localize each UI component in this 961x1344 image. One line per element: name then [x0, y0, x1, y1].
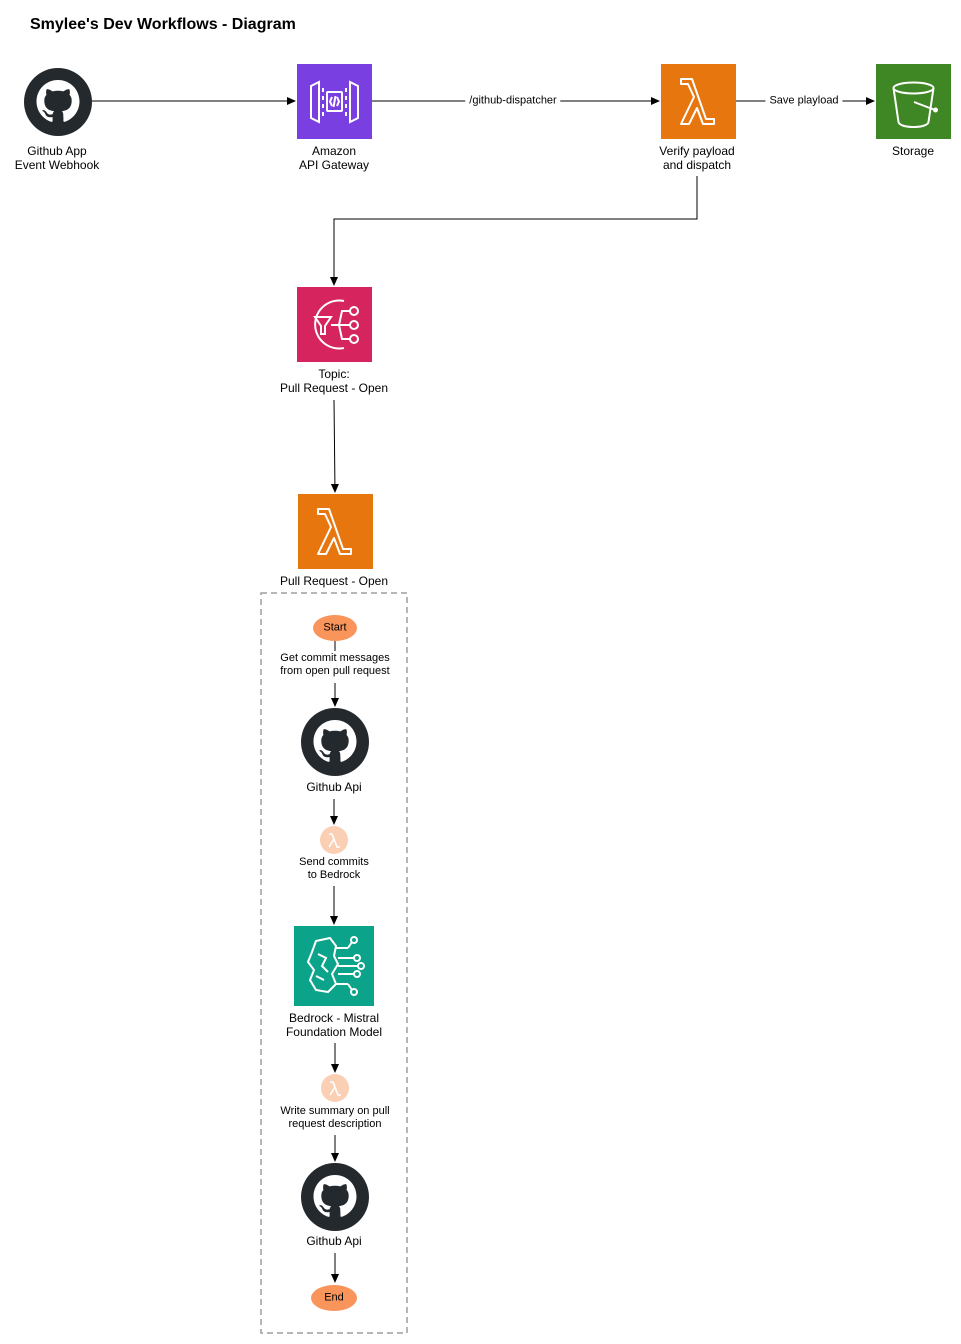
lambda-small-icon — [321, 1074, 349, 1102]
end-label: End — [324, 1291, 344, 1304]
node-label-topic: Topic: Pull Request - Open — [279, 367, 389, 395]
bucket-icon — [876, 64, 951, 139]
node-label-get-commits: Get commit messages from open pull reque… — [280, 652, 390, 677]
lambda-icon — [298, 494, 373, 569]
edge-topic-to-pr-lambda — [330, 399, 339, 493]
node-label-write-summary: Write summary on pull request descriptio… — [280, 1105, 390, 1130]
workflow-container — [260, 592, 408, 1334]
node-label-storage: Storage — [891, 144, 935, 158]
bedrock-brain-icon — [294, 926, 374, 1006]
edge-lambda-to-topic — [330, 176, 698, 286]
node-label-github-api-1: Github Api — [306, 780, 362, 794]
node-label-github-api-2: Github Api — [306, 1234, 362, 1248]
github-icon — [301, 1163, 369, 1231]
api-gateway-icon — [297, 64, 372, 139]
lambda-small-icon — [320, 826, 348, 854]
github-icon — [24, 68, 92, 136]
edge-label-save-payload: Save playload — [765, 94, 843, 108]
page-title: Smylee's Dev Workflows - Diagram — [30, 16, 296, 33]
start-label: Start — [323, 621, 347, 634]
lambda-icon — [661, 64, 736, 139]
edges — [92, 97, 875, 1283]
node-label-api-gateway: Amazon API Gateway — [298, 144, 370, 172]
node-label-pr-lambda: Pull Request - Open — [279, 574, 389, 588]
github-icon — [301, 708, 369, 776]
node-label-verify-lambda: Verify payload and dispatch — [659, 144, 735, 172]
node-label-github-webhook: Github App Event Webhook — [14, 144, 100, 172]
edge-label-github-dispatcher: /github-dispatcher — [465, 94, 561, 108]
node-label-bedrock: Bedrock - Mistral Foundation Model — [285, 1011, 383, 1039]
end-pill — [311, 1285, 357, 1311]
node-label-send-commits: Send commits to Bedrock — [299, 856, 369, 881]
sns-topic-icon — [297, 287, 372, 362]
start-pill — [313, 615, 357, 641]
